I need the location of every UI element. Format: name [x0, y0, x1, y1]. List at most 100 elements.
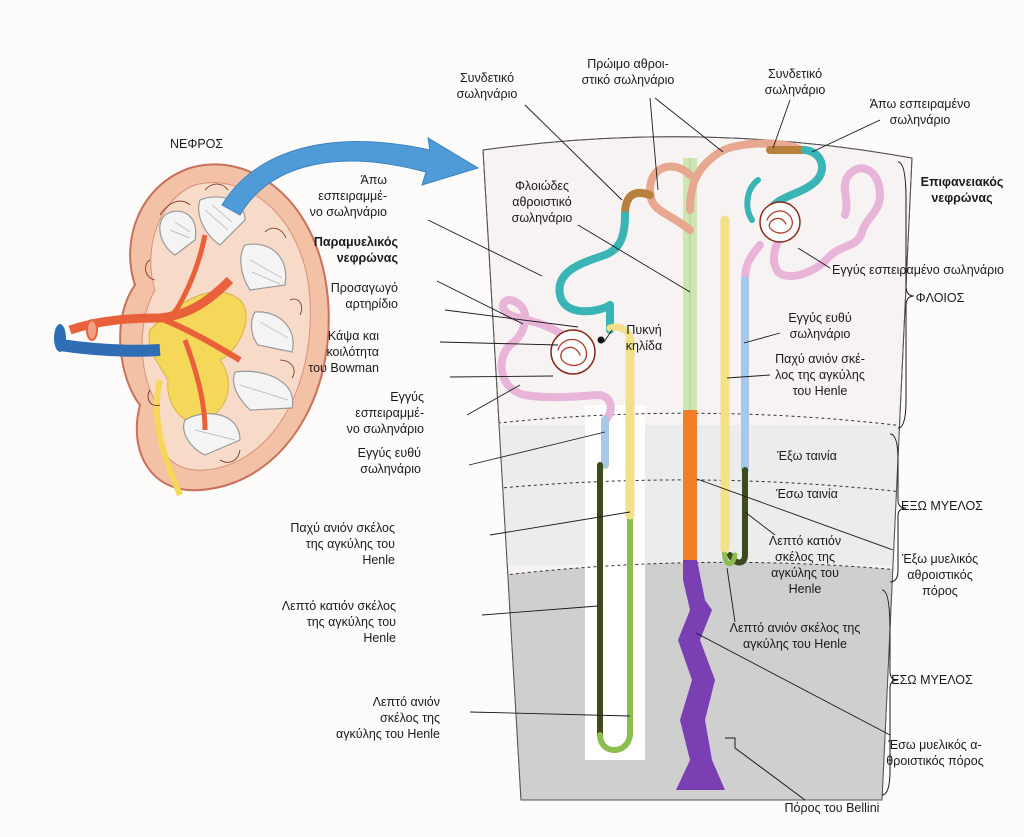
label-line: σωληνάριο: [360, 462, 421, 476]
label-cortex-zone: ΦΛΟΙΟΣ: [916, 291, 965, 305]
ureter: [153, 379, 183, 497]
label-line: Πυκνή: [626, 323, 661, 337]
label-line: ΕΣΩ ΜΥΕΛΟΣ: [891, 673, 973, 687]
label-inner-medullary-collecting: Έσω μυελικός α-θροιστικός πόρος: [886, 738, 983, 768]
renal-vein: [59, 339, 161, 357]
label-line: νεφρώνας: [337, 251, 398, 265]
label-line: Προσαγωγό: [331, 281, 398, 295]
label-line: Κάψα και: [328, 329, 379, 343]
label-line: λος της αγκύλης: [775, 368, 865, 382]
vein-opening: [54, 324, 66, 352]
label-line: στικό σωληνάριο: [582, 73, 675, 87]
label-line: Επιφανειακός: [921, 175, 1004, 189]
label-line: αθροιστικό: [512, 195, 572, 209]
label-inner-stripe: Έσω ταινία: [775, 487, 838, 501]
outer-medulla-region: [483, 425, 912, 565]
label-line: Λεπτό ανιόν: [373, 695, 440, 709]
pyramid-3: [240, 243, 287, 291]
label-inner-medulla-zone: ΕΣΩ ΜΥΕΛΟΣ: [891, 673, 973, 687]
label-line: σωληνάριο: [790, 327, 851, 341]
label-line: της αγκύλης του: [307, 615, 396, 629]
label-distal-convoluted-left: Άπω εσπειραμμέ-νο σωληνάριο: [310, 173, 388, 219]
label-line: Εγγύς ευθύ: [358, 446, 422, 460]
label-line: νο σωληνάριο: [310, 205, 387, 219]
label-line: του Bowman: [308, 361, 379, 375]
label-line: ΝΕΦΡΟΣ: [170, 137, 223, 151]
label-line: Henle: [362, 553, 395, 567]
label-line: Λεπτό ανιόν σκέλος της: [730, 621, 861, 635]
macula-densa-dot: [597, 336, 605, 344]
label-thin-ascending-left: Λεπτό ανιόν σκέλος της αγκύλης του Henle: [336, 695, 440, 741]
label-line: σκέλος της: [775, 550, 835, 564]
label-line: αρτηρίδιο: [345, 297, 398, 311]
label-line: αθροιστικός: [907, 568, 973, 582]
label-line: Παχύ ανιόν σκέλος: [290, 521, 395, 535]
label-bowman: Κάψα και κοιλότητα του Bowman: [308, 329, 379, 375]
label-afferent-arteriole: Προσαγωγό αρτηρίδιο: [331, 281, 398, 311]
label-initial-collecting: Πρώιμο αθροι-στικό σωληνάριο: [582, 57, 675, 87]
label-outer-medulla-zone: ΕΞΩ ΜΥΕΛΟΣ: [901, 499, 983, 513]
label-line: Φλοιώδες: [515, 179, 569, 193]
label-line: εσπειραμμέ-: [318, 189, 387, 203]
artery-opening: [86, 319, 98, 341]
label-connecting-right: Συνδετικό σωληνάριο: [765, 67, 826, 97]
label-proximal-straight-right: Εγγύς ευθύ σωληνάριο: [788, 311, 852, 341]
label-line: νεφρώνας: [931, 191, 992, 205]
label-line: Εγγύς: [390, 390, 424, 404]
label-line: σωληνάριο: [890, 113, 951, 127]
zoom-arrow: [221, 137, 480, 216]
labels-layer: ΝΕΦΡΟΣ Συνδετικό σωληνάριο Πρώιμο αθροι-στι…: [170, 57, 1004, 815]
label-line: Λεπτό κατιόν σκέλος: [282, 599, 396, 613]
label-line: Έσω μυελικός α-: [887, 738, 981, 752]
label-line: σωληνάριο: [765, 83, 826, 97]
label-kidney: ΝΕΦΡΟΣ: [170, 137, 223, 151]
label-line: Έξω μυελικός: [901, 552, 978, 566]
label-line: Εγγύς εσπειραμένο σωληνάριο: [832, 263, 1004, 277]
label-line: Εγγύς ευθύ: [788, 311, 852, 325]
label-line: θροιστικός πόρος: [886, 754, 983, 768]
label-line: Έξω ταινία: [776, 449, 837, 463]
juxtamedullary-panel: [585, 405, 645, 760]
label-line: κηλίδα: [626, 339, 662, 353]
label-line: πόρος: [922, 584, 958, 598]
label-connecting-left: Συνδετικό σωληνάριο: [457, 71, 518, 101]
label-line: Συνδετικό: [460, 71, 514, 85]
label-line: Άπω εσπειραμένο: [870, 97, 971, 111]
label-line: Πρώιμο αθροι-: [587, 57, 668, 71]
juxtamedullary-nephron: [497, 162, 694, 753]
label-outer-stripe: Έξω ταινία: [776, 449, 837, 463]
label-proximal-convoluted-left: Εγγύς εσπειραμμέ-νο σωληνάριο: [347, 390, 424, 436]
label-line: Έσω ταινία: [775, 487, 838, 501]
label-line: Συνδετικό: [768, 67, 822, 81]
label-macula-densa: Πυκνή κηλίδα: [626, 323, 662, 353]
label-line: αγκύλης του Henle: [743, 637, 847, 651]
pyramid-4: [251, 311, 294, 353]
superficial-nephron: [686, 139, 884, 567]
label-line: κοιλότητα: [326, 345, 379, 359]
label-line: ΦΛΟΙΟΣ: [916, 291, 965, 305]
label-line: Λεπτό κατιόν: [769, 534, 841, 548]
pyramid-5: [232, 370, 294, 411]
label-line: Henle: [789, 582, 822, 596]
label-line: εσπειραμμέ-: [355, 406, 424, 420]
label-line: αγκύλης του Henle: [336, 727, 440, 741]
label-proximal-convoluted-right: Εγγύς εσπειραμένο σωληνάριο: [832, 263, 1004, 277]
glomerulus-juxtamedullary: [550, 329, 596, 375]
label-proximal-straight-left: Εγγύς ευθύ σωληνάριο: [358, 446, 422, 476]
label-line: ΕΞΩ ΜΥΕΛΟΣ: [901, 499, 983, 513]
label-line: Henle: [363, 631, 396, 645]
label-line: νο σωληνάριο: [347, 422, 424, 436]
glomerulus-superficial: [759, 201, 801, 243]
leader-lines: [427, 97, 894, 801]
label-line: Άπω: [360, 173, 387, 187]
label-line: σωληνάριο: [457, 87, 518, 101]
label-line: Παχύ ανιόν σκέ-: [775, 352, 865, 366]
label-outer-medullary-collecting: Έξω μυελικός αθροιστικός πόρος: [901, 552, 978, 598]
label-distal-convoluted-right: Άπω εσπειραμένο σωληνάριο: [870, 97, 971, 127]
label-line: σκέλος της: [380, 711, 440, 725]
